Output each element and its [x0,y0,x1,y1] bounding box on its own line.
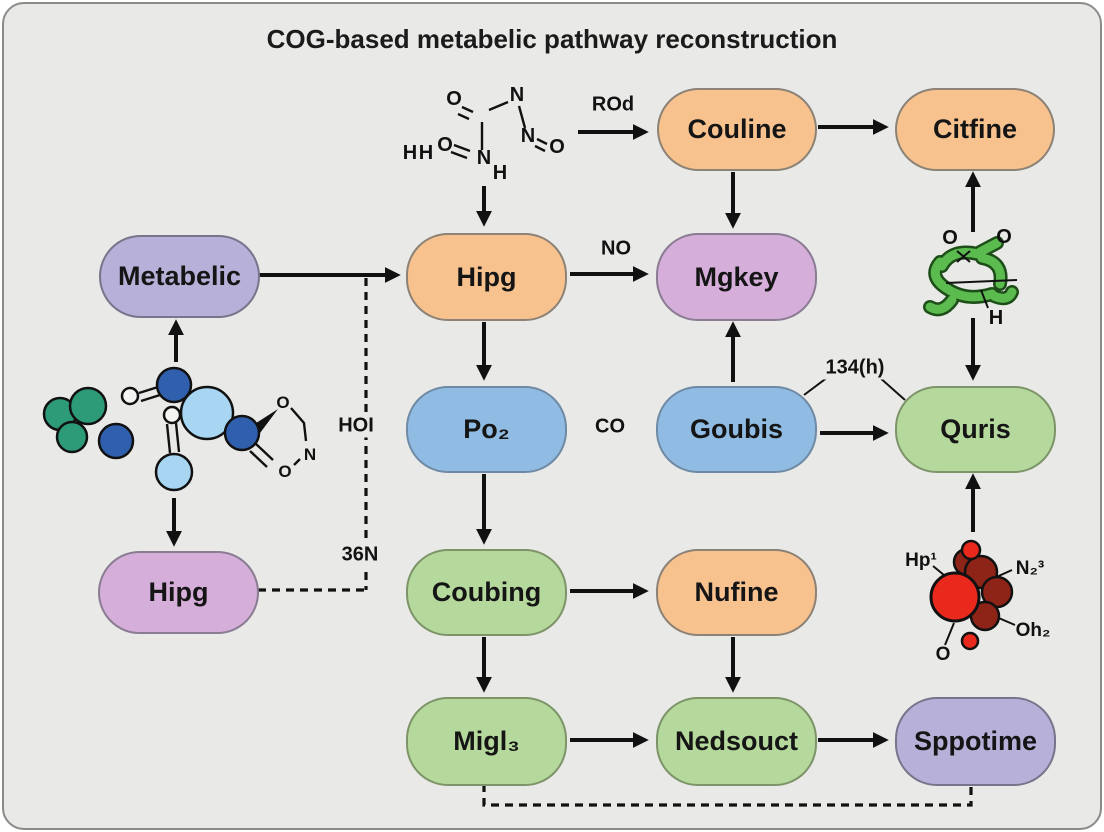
node-metabelic: Metabelic [99,235,260,318]
left-molecule-illustration: O N O [42,366,316,492]
node-label: Mgkey [694,261,779,292]
node-nufine: Nufine [656,549,817,636]
node-goubis: Goubis [656,386,817,473]
node-mgkey: Mgkey [656,233,817,321]
atom-label: N [304,445,316,464]
atom-label: O [942,227,958,249]
edge-label-36n: 36N [338,543,382,567]
atom-label: O [996,226,1012,248]
tick-134h-left [803,376,829,396]
green-atom [68,386,108,426]
blue-atom [223,414,261,452]
atom-label: O [276,393,289,412]
blue-atom [155,366,193,404]
small-red-atom [960,631,980,651]
atom-label: H [989,307,1003,329]
diagram-title: COG-based metabelic pathway reconstructi… [266,24,838,54]
node-label: Nufine [694,577,779,607]
node-label: Couline [687,114,787,144]
node-citfine: Citfine [895,88,1055,171]
atom-label: N [521,125,535,147]
node-migl3: Migl₃ [406,697,567,786]
node-label: Hipg [148,577,209,607]
edge-label-rod: ROd [588,93,638,117]
edge-label-134h: 134(h) [822,356,888,380]
node-nedsouct: Nedsouct [656,697,817,786]
node-label: Sppotime [913,726,1037,756]
node-label: Citfine [933,114,1017,144]
green-molecule-illustration: O O H [923,226,1019,329]
edge-label-co: CO [592,415,628,439]
node-label: Hipg [456,261,517,292]
atom-label: N₂³ [1016,558,1045,579]
node-label: Coubing [431,577,542,607]
node-label: Nedsouct [674,726,799,756]
atom-label: Oh₂ [1016,620,1051,641]
white-atom [162,405,182,425]
node-label: Po₂ [463,414,510,444]
atom-label: O [446,88,462,110]
edges-layer: O N N O H H O N H [42,84,1051,807]
node-hipg-left: Hipg [98,551,259,634]
blue-atom [97,422,135,460]
atom-label: O [936,644,951,665]
top-molecule-illustration: O N N O H H O N H [403,84,565,184]
dashed-migl3-to-sppotime [482,784,973,807]
atom-label: O [278,462,291,481]
atom-label: N [510,84,524,106]
atom-label: O [549,136,565,158]
node-po2: Po₂ [406,386,567,473]
node-couline: Couline [657,88,817,171]
node-label: Quris [940,414,1011,444]
edge-label-no: NO [598,237,634,261]
node-label: Migl₃ [453,726,520,756]
small-red-atom [960,539,982,561]
node-label: Goubis [690,414,783,444]
node-hipg-center: Hipg [406,233,567,321]
atom-label: O [437,134,453,156]
red-molecule-illustration: Hp¹ N₂³ O Oh₂ [905,539,1051,665]
edge-label-hoi: HOI [335,414,377,438]
white-atom [120,386,140,406]
green-atom [55,420,89,454]
atom-label: H [419,142,433,164]
atom-label: H [403,142,417,164]
node-quris: Quris [895,386,1056,473]
atom-label: Hp¹ [905,550,937,571]
node-coubing: Coubing [406,549,567,636]
node-label: Metabelic [117,261,242,291]
light-blue-atom [154,452,194,492]
atom-label: H [493,162,507,184]
atom-label: N [477,147,491,169]
red-atom [929,571,981,623]
node-sppotime: Sppotime [895,697,1056,786]
tick-134h-right [877,375,906,401]
